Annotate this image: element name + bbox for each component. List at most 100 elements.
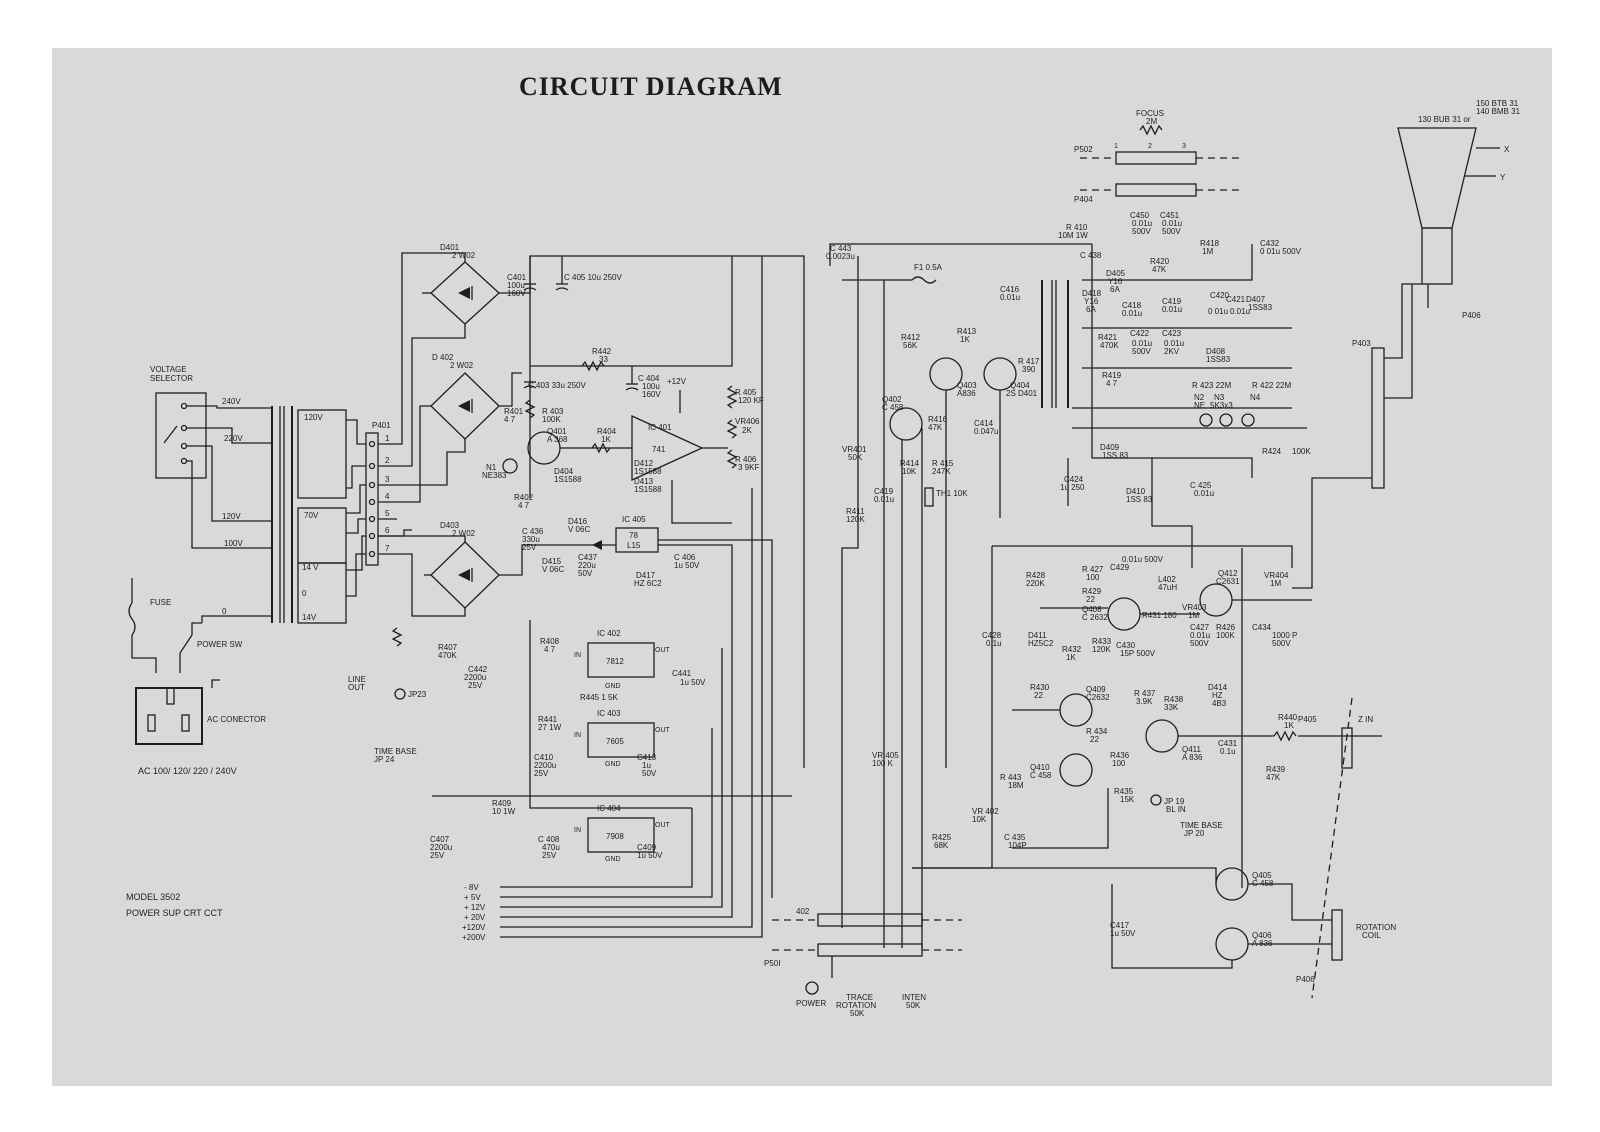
ic402-regulator [587, 642, 655, 678]
p404-label: P404 [1074, 195, 1093, 204]
q411-transistor [1145, 719, 1179, 753]
selector-contact [180, 457, 188, 465]
r433-val: 120K [1092, 645, 1111, 654]
n1-neon [502, 458, 518, 474]
d404-type: 1S1588 [554, 475, 582, 484]
c405-label: C 405 10u 250V [564, 273, 622, 282]
p401-pin-1: 1 [385, 434, 390, 443]
c409-val: 1u 50V [637, 851, 663, 860]
inten-label: INTEN [902, 993, 926, 1002]
c403-label: C 403 33u 250V [528, 381, 586, 390]
jp23-label: JP23 [408, 690, 427, 699]
crt-y: Y [1500, 173, 1506, 182]
ac-pin [147, 714, 156, 732]
q405-ref: Q405 [1252, 871, 1272, 880]
c451-volt: 500V [1162, 227, 1181, 236]
crt-section: FOCUS 2M P502 1 2 3 P404 130 BUB 31 or 1… [1074, 99, 1521, 589]
rotation-coil-2: COIL [1362, 931, 1381, 940]
q408-transistor [1107, 597, 1141, 631]
ic401-type: 741 [652, 445, 666, 454]
jp23-jack [394, 688, 406, 700]
vr401-ref: VR401 [842, 445, 867, 454]
ic403-regulator [587, 722, 655, 758]
c420-val: 0 01u [1208, 307, 1228, 316]
r413-val: 1K [960, 335, 970, 344]
p401-pin-6: 6 [385, 526, 390, 535]
z-amplifier: R 427 100 C429 0.01u 500V L402 47uH Q412… [872, 545, 1352, 888]
regulator-120v-section: C401 100u 160V C 405 10u 250V C 403 33u … [482, 256, 764, 524]
wire [1248, 883, 1332, 921]
rail-plus12v: + 12V [464, 903, 486, 912]
wire [841, 256, 859, 928]
wire [378, 405, 431, 503]
selector-contact [180, 402, 188, 410]
ic402-type: 7812 [606, 657, 624, 666]
d413-ref: D413 [634, 477, 654, 486]
resistor-r401 [524, 399, 536, 419]
resistor-focus [1139, 124, 1163, 136]
r419-val: 4 7 [1106, 379, 1118, 388]
r440-val: 1K [1284, 721, 1294, 730]
d410-ref: D410 [1126, 487, 1146, 496]
model-label: MODEL 3502 [126, 892, 180, 902]
d415-ref: D415 [542, 557, 562, 566]
n1-type: NE383 [482, 471, 507, 480]
vr402-val: 10K [972, 815, 987, 824]
rail-minus8v: - 8V [464, 883, 479, 892]
d409-type: 1SS 83 [1102, 451, 1129, 460]
wire [500, 868, 733, 918]
r442-ref: R442 [592, 347, 612, 356]
r437-ref: R 437 [1134, 689, 1156, 698]
p401-pin [368, 462, 376, 470]
r438-val: 33K [1164, 703, 1179, 712]
ac-connector-label: AC CONECTOR [207, 715, 266, 724]
d401-type: 2 W02 [452, 251, 476, 260]
ic402-in: IN [574, 652, 581, 659]
voltage-selector-label-2: SELECTOR [150, 374, 193, 383]
r415-ref: R 415 [932, 459, 954, 468]
vr406-ref: VR406 [735, 417, 760, 426]
wire [1012, 788, 1109, 849]
ac-pin [181, 714, 190, 732]
c436-val: 330u [522, 535, 540, 544]
r437-val: 3.9K [1136, 697, 1153, 706]
r404-ref: R404 [597, 427, 617, 436]
c406-val: 1u 50V [674, 561, 700, 570]
schematic-sheet: CIRCUIT DIAGRAM VOLTAGE SELECTOR 240V 22… [52, 48, 1552, 1086]
r409-ref: R409 [492, 799, 512, 808]
r407-val: 470K [438, 651, 457, 660]
rail-plus20v: + 20V [464, 913, 486, 922]
c420-ref: C420 [1210, 291, 1230, 300]
c427-ref: C427 [1190, 623, 1210, 632]
d412-type: 1S1588 [634, 467, 662, 476]
ic403-in: IN [574, 732, 581, 739]
c429-ref: C429 [1110, 563, 1130, 572]
ic402-gnd: GND [605, 683, 621, 690]
wire [378, 324, 466, 467]
d408-ref: D408 [1206, 347, 1226, 356]
tap-240v: 240V [222, 397, 241, 406]
resistor-r406 [726, 449, 738, 469]
p401-pin [368, 440, 376, 448]
r419-ref: R419 [1102, 371, 1122, 380]
wire [346, 553, 366, 597]
plus12-label: +12V [667, 377, 687, 386]
schematic-drawing: VOLTAGE SELECTOR 240V 220V 120V 100V 0 F… [126, 99, 1521, 1018]
ic405-type-b: L15 [627, 541, 641, 550]
wire [378, 439, 466, 486]
c410-val: 2200u [534, 761, 556, 770]
r412-ref: R412 [901, 333, 921, 342]
wire-power-switch [191, 622, 202, 635]
secondary-14v-b: 14V [302, 613, 317, 622]
neon-n3: N3 [1214, 393, 1225, 402]
d403-ref: D403 [440, 521, 460, 530]
r426-ref: R426 [1216, 623, 1236, 632]
secondary-14v-winding [297, 562, 347, 624]
c437-ref: C437 [578, 553, 598, 562]
c421-val: 0.01u [1230, 307, 1250, 316]
q403-ref: Q403 [957, 381, 977, 390]
wire [499, 372, 522, 407]
r413-ref: R413 [957, 327, 977, 336]
selector-contact [180, 442, 188, 450]
ic403-out: OUT [655, 727, 671, 734]
